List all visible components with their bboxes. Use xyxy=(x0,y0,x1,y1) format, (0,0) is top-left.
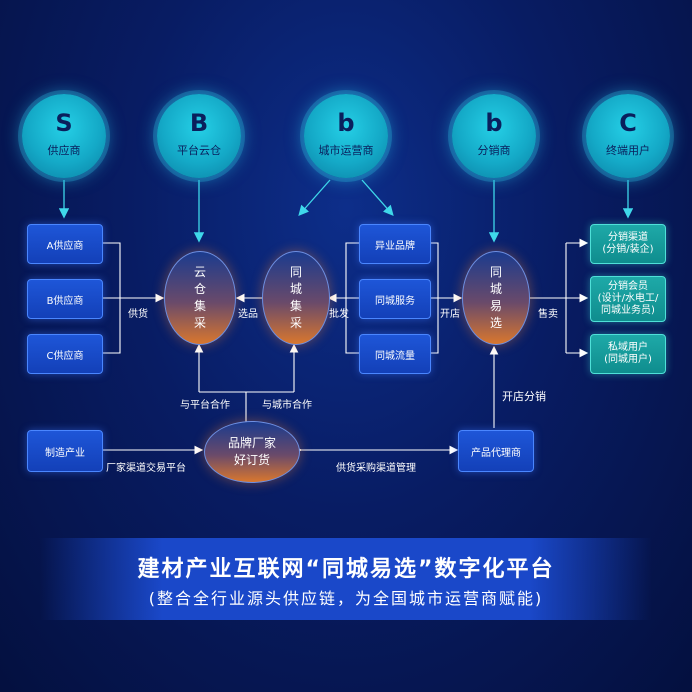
platform-coop-label: 与平台合作 xyxy=(180,400,230,411)
oval-char: 集 xyxy=(193,299,206,313)
oval-char: 易 xyxy=(489,299,502,313)
wholesale-label: 批发 xyxy=(329,309,349,320)
page-title: 建材产业互联网“同城易选”数字化平台 xyxy=(137,557,555,582)
pick-label: 选品 xyxy=(238,309,258,320)
channel-line: 私域用户 xyxy=(608,342,648,353)
open-store-label: 开店 xyxy=(440,309,460,320)
oval-char: 集 xyxy=(289,299,302,313)
oval-char: 采 xyxy=(289,316,302,330)
oval-char: 选 xyxy=(489,316,502,330)
city-select-oval: 同 城 易 选 xyxy=(462,251,530,345)
circle-label: 平台云仓 xyxy=(177,144,221,157)
channel-line: (分销/装企) xyxy=(602,244,654,255)
circle-label: 城市运营商 xyxy=(318,144,374,157)
circle-letter: C xyxy=(619,109,637,137)
city-coop-label: 与城市合作 xyxy=(262,400,312,411)
channel-line: (同城用户) xyxy=(604,354,652,365)
supplier-circle: S 供应商 xyxy=(22,94,106,178)
cloud-procurement-oval: 云 仓 集 采 xyxy=(164,251,236,345)
channel-member-box: 分销会员 (设计/水电工/ 同城业务员) xyxy=(590,276,666,322)
supplier-a-box: A供应商 xyxy=(27,224,103,264)
page-subtitle: (整合全行业源头供应链，为全国城市运营商赋能) xyxy=(148,589,544,608)
channel-line: 分销会员 xyxy=(608,281,648,292)
circle-letter: b xyxy=(337,109,355,137)
channel-private-box: 私域用户 (同城用户) xyxy=(590,334,666,374)
oval-char: 采 xyxy=(193,316,206,330)
distributor-circle: b 分销商 xyxy=(452,94,536,178)
city-procurement-oval: 同 城 集 采 xyxy=(262,251,330,345)
channel-line: 分销渠道 xyxy=(608,232,648,243)
circle-label: 分销商 xyxy=(477,144,511,157)
city-traffic-box: 同城流量 xyxy=(359,334,431,374)
brand-ordering-oval: 品牌厂家 好订货 xyxy=(204,421,300,483)
oval-char: 仓 xyxy=(193,282,206,296)
circle-letter: B xyxy=(189,109,209,137)
oval-char: 城 xyxy=(289,282,302,296)
maker-platform-label: 厂家渠道交易平台 xyxy=(106,463,186,474)
supplier-c-box: C供应商 xyxy=(27,334,103,374)
manufacturing-box: 制造产业 xyxy=(27,430,103,472)
title-banner xyxy=(40,538,652,620)
platform-warehouse-circle: B 平台云仓 xyxy=(157,94,241,178)
oval-char: 同 xyxy=(489,265,502,279)
supply-label: 供货 xyxy=(128,309,148,320)
sell-label: 售卖 xyxy=(538,309,558,320)
city-operator-circle: b 城市运营商 xyxy=(304,94,388,178)
oval-line: 好订货 xyxy=(233,453,270,467)
open-distribution-label: 开店分销 xyxy=(502,390,546,403)
circle-label: 终端用户 xyxy=(606,144,650,157)
channel-line: 同城业务员) xyxy=(601,305,655,316)
oval-char: 同 xyxy=(289,265,302,279)
end-user-circle: C 终端用户 xyxy=(586,94,670,178)
oval-char: 云 xyxy=(193,265,206,279)
circle-letter: S xyxy=(55,109,73,137)
channel-distribution-box: 分销渠道 (分销/装企) xyxy=(590,224,666,264)
circle-letter: b xyxy=(485,109,503,137)
channel-line: (设计/水电工/ xyxy=(597,293,659,304)
oval-line: 品牌厂家 xyxy=(227,436,276,450)
oval-char: 城 xyxy=(489,282,502,296)
city-service-box: 同城服务 xyxy=(359,279,431,319)
circle-label: 供应商 xyxy=(47,144,81,157)
supplier-b-box: B供应商 xyxy=(27,279,103,319)
product-agent-box: 产品代理商 xyxy=(458,430,534,472)
supply-manage-label: 供货采购渠道管理 xyxy=(336,463,416,474)
cross-brand-box: 异业品牌 xyxy=(359,224,431,264)
